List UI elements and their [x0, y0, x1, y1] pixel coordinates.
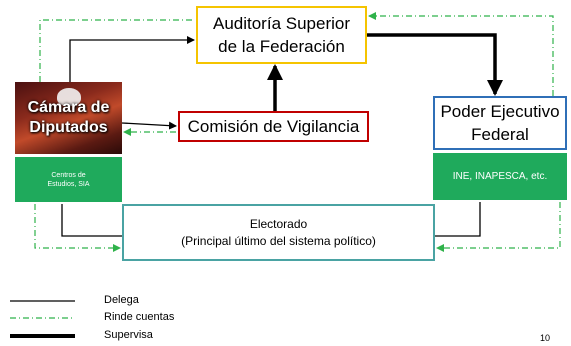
legend-rinde-label: Rinde cuentas — [104, 311, 175, 323]
rinde-ejecutivo-to-electorado — [436, 202, 561, 252]
centros-line1: Centros de — [51, 171, 86, 179]
legend-supervisa-label: Supervisa — [104, 329, 153, 341]
auditoria-superior-box: Auditoría Superior de la Federación — [196, 6, 367, 64]
electorado-line2: (Principal último del sistema político) — [181, 233, 376, 248]
camara-line1: Cámara de — [27, 99, 110, 116]
electorado-line1: Electorado — [249, 216, 308, 231]
rinde-camara-to-electorado — [34, 204, 121, 252]
chamber-seal-icon — [57, 88, 81, 106]
rinde-ejecutivo-to-asf — [368, 12, 554, 96]
delega-electorado-to-camara — [61, 204, 122, 237]
asf-line2: de la Federación — [218, 37, 345, 56]
ejecutivo-line2: Federal — [471, 125, 529, 144]
camara-diputados-box: Cámara de Diputados — [15, 82, 122, 154]
centros-line2: Estudios, SIA — [47, 180, 90, 188]
poder-ejecutivo-box: Poder Ejecutivo Federal — [433, 96, 567, 150]
centros-estudios-box: Centros de Estudios, SIA — [15, 157, 122, 202]
delega-electorado-to-ejecutivo — [435, 202, 481, 237]
delega-camara-to-comision — [121, 121, 177, 130]
rinde-camara-to-asf — [39, 19, 194, 82]
asf-line1: Auditoría Superior — [212, 14, 351, 33]
ine-label: INE, INAPESCA, etc. — [452, 171, 548, 182]
comision-label: Comisión de Vigilancia — [187, 116, 360, 136]
legend-delega-label: Delega — [104, 294, 139, 306]
camara-line2: Diputados — [29, 119, 108, 136]
electorado-box: Electorado (Principal último del sistema… — [122, 204, 435, 261]
supervisa-asf-to-ejecutivo — [367, 33, 503, 96]
delega-camara-to-asf — [69, 36, 195, 82]
ine-inapesca-box: INE, INAPESCA, etc. — [433, 153, 567, 200]
page-number: 10 — [540, 333, 551, 343]
comision-vigilancia-box: Comisión de Vigilancia — [178, 111, 369, 142]
ejecutivo-line1: Poder Ejecutivo — [440, 102, 560, 121]
